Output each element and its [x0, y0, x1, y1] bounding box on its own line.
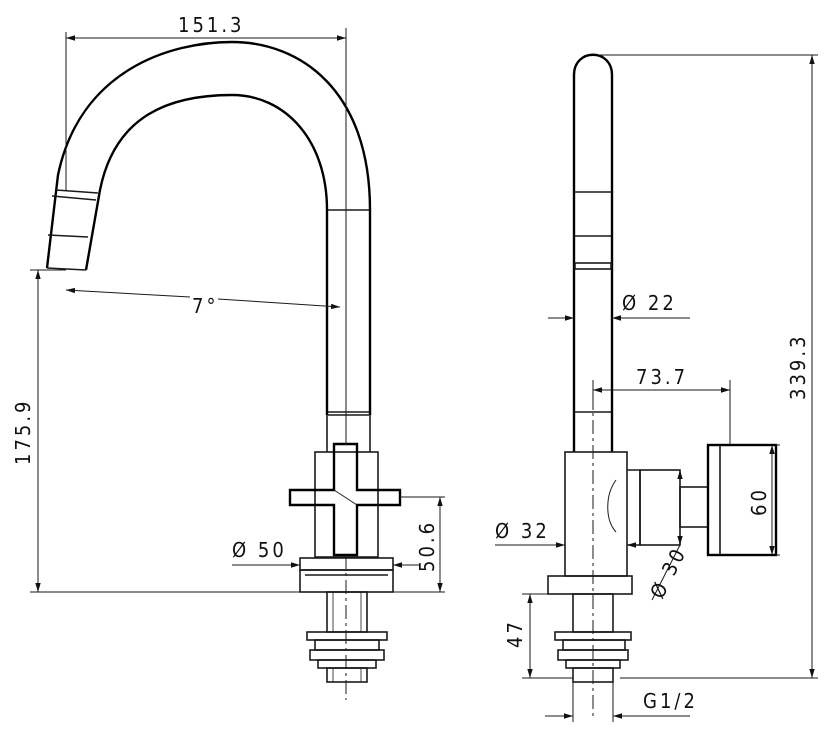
dim-height-to-spout: 175.9 [11, 399, 35, 466]
dim-base-diameter: Ø 50 [232, 538, 287, 562]
front-view: 151.3 7° 175.9 Ø 50 50.6 [11, 13, 445, 700]
dim-stem-diameter: Ø 30 [645, 543, 691, 603]
dim-spout-reach: 151.3 [178, 13, 245, 37]
side-valve-body [564, 451, 628, 577]
dim-handle-height: 50.6 [415, 520, 439, 572]
dim-tube-diameter: Ø 22 [622, 291, 677, 315]
dim-total-height: 339.3 [786, 334, 810, 401]
dim-spout-angle: 7° [192, 294, 218, 318]
dim-handle-offset: 73.7 [636, 365, 688, 389]
side-view: Ø 22 73.7 339.3 60 Ø 32 Ø 30 47 [495, 53, 818, 722]
spout-outer-curve [45, 40, 372, 415]
dim-handle-size: 60 [747, 487, 771, 516]
dim-shank-length: 47 [503, 619, 527, 648]
cross-handle [288, 442, 402, 557]
spout-inner-curve [84, 93, 329, 415]
dim-thread: G1/2 [643, 689, 698, 713]
dim-body-diameter: Ø 32 [495, 519, 550, 543]
side-tube [572, 53, 614, 452]
side-handle [706, 443, 778, 557]
